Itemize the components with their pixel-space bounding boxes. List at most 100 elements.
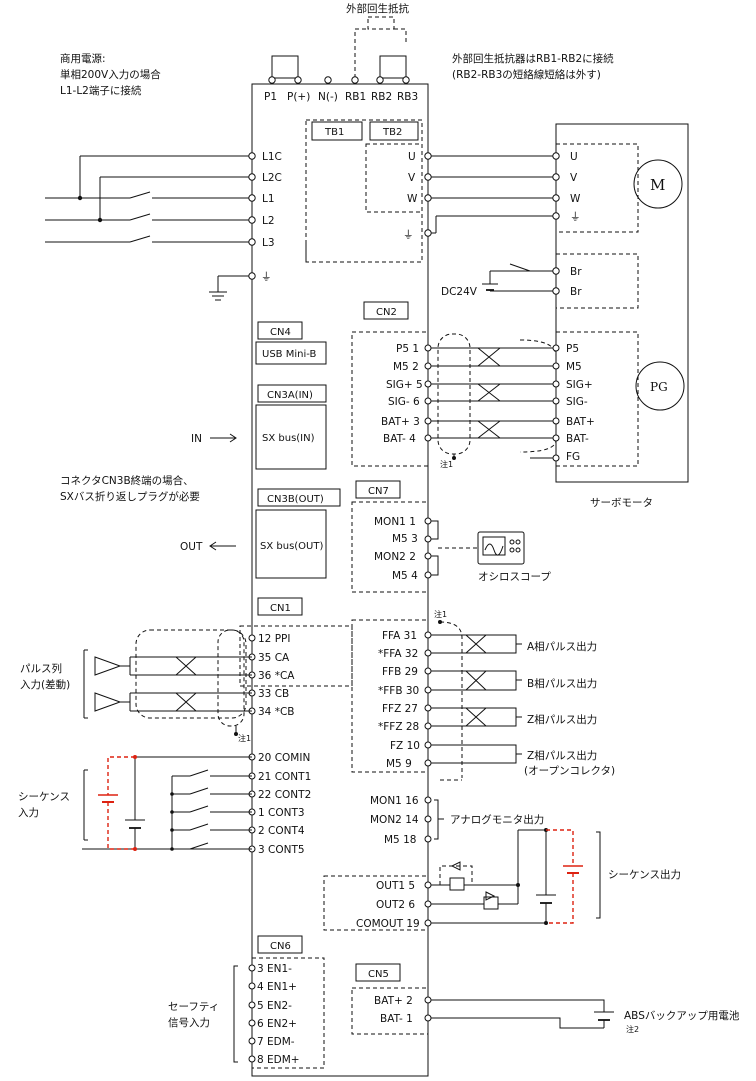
safety-label-2: 信号入力 bbox=[168, 1016, 210, 1029]
cn1-pin-1: 1 CONT3 bbox=[258, 807, 305, 819]
cn6-pin-8: 8 EDM+ bbox=[257, 1054, 300, 1066]
out-z-oc-label-1: Z相パルス出力 bbox=[527, 749, 597, 762]
cn7-pin-mon1: MON1 1 bbox=[374, 516, 416, 528]
analog-monitor-wiring bbox=[424, 796, 444, 843]
ext-resistor-label: 外部回生抵抗 bbox=[346, 2, 409, 15]
cn3b-note-1: コネクタCN3B終端の場合、 bbox=[60, 474, 194, 487]
cn1-pin-18: M5 18 bbox=[384, 834, 416, 846]
tb2-v: V bbox=[408, 172, 416, 184]
uvw-wiring bbox=[424, 152, 556, 237]
oscilloscope-icon bbox=[477, 531, 525, 565]
cn5-pin-1: BAT- 1 bbox=[380, 1013, 413, 1025]
brake-frame bbox=[555, 253, 639, 309]
cn3b-title-box bbox=[257, 488, 341, 507]
cn3b-title: CN3B(OUT) bbox=[267, 494, 324, 505]
encoder-cable bbox=[424, 333, 560, 462]
cn1-pin-32: *FFA 32 bbox=[378, 648, 418, 660]
cn1-pin-10: FZ 10 bbox=[390, 740, 420, 752]
cn1-pin-30: *FFB 30 bbox=[378, 685, 419, 697]
cn2-pin-sig-plus: SIG+ 5 bbox=[386, 379, 423, 391]
enc-bat-plus: BAT+ bbox=[566, 416, 595, 428]
out-arrow-icon bbox=[209, 541, 236, 551]
ground-symbol-tb2: ⏚ bbox=[403, 229, 414, 241]
tb1-box bbox=[311, 121, 363, 141]
cn1-pin-20: 20 COMIN bbox=[258, 752, 310, 764]
safety-label-1: セーフティ bbox=[168, 1001, 219, 1013]
cn1-pin-19: COMOUT 19 bbox=[356, 918, 420, 930]
ext-resistor-wiring bbox=[354, 28, 407, 78]
cn7-pin-m5-4: M5 4 bbox=[392, 570, 418, 582]
cn5-frame bbox=[351, 987, 429, 1035]
cn3a-title: CN3A(IN) bbox=[267, 390, 313, 401]
cn1-pin-36: 36 *CA bbox=[258, 670, 295, 682]
term-l1c: L1C bbox=[262, 151, 282, 163]
cn1-title-box bbox=[257, 597, 303, 616]
cn6-frame bbox=[251, 957, 325, 1069]
motor-terminals bbox=[552, 152, 560, 220]
amplifier-body bbox=[251, 83, 429, 1077]
cn2-title-box bbox=[363, 301, 409, 320]
scope-label: オシロスコープ bbox=[478, 571, 551, 583]
enc-bat-minus: BAT- bbox=[566, 433, 589, 445]
cn4-title-box bbox=[257, 321, 303, 340]
tb2-box bbox=[369, 121, 419, 141]
cn6-pin-6: 6 EN2+ bbox=[257, 1018, 297, 1030]
rb2-rb3-jumper bbox=[379, 55, 407, 79]
cn1-pin-28: *FFZ 28 bbox=[378, 721, 419, 733]
tb2-uvw-frame bbox=[365, 143, 423, 213]
out-b-label: B相パルス出力 bbox=[527, 677, 597, 690]
pg-label: PG bbox=[650, 380, 668, 394]
brake-term-1: Br bbox=[570, 266, 582, 278]
cn1-pin-31: FFA 31 bbox=[382, 630, 417, 642]
out-z-label: Z相パルス出力 bbox=[527, 713, 597, 726]
cn6-terminals bbox=[233, 964, 256, 1063]
seq-out-label: シーケンス出力 bbox=[608, 868, 681, 881]
tb2-w: W bbox=[407, 193, 418, 205]
ext-resistor-symbol bbox=[367, 16, 395, 30]
cn1-pin-3: 3 CONT5 bbox=[258, 844, 305, 856]
pulse-label-2: 入力(差動) bbox=[20, 678, 70, 691]
power-note-3: L1-L2端子に接続 bbox=[60, 84, 142, 97]
analog-monitor-label: アナログモニタ出力 bbox=[450, 813, 544, 826]
cn4-port bbox=[255, 341, 327, 365]
cn2-pin-sig-minus: SIG- 6 bbox=[388, 396, 420, 408]
tb1-label: TB1 bbox=[324, 127, 344, 138]
top-term-p1: P1 bbox=[264, 91, 277, 103]
cn5-title: CN5 bbox=[368, 969, 389, 980]
cn1-pin-33: 33 CB bbox=[258, 688, 289, 700]
ext-note-2: (RB2-RB3の短絡線短絡は外す) bbox=[452, 68, 601, 81]
seq-in-label-1: シーケンス bbox=[18, 791, 70, 803]
motor-u: U bbox=[570, 151, 578, 163]
out-z-oc-label-2: (オープンコレクタ) bbox=[524, 765, 615, 777]
in-label: IN bbox=[191, 433, 202, 445]
cn3a-title-box bbox=[257, 384, 327, 403]
abs-battery-wiring bbox=[424, 996, 614, 1029]
cn6-pin-3: 3 EN1- bbox=[257, 963, 292, 975]
cn2-pin-p5: P5 1 bbox=[396, 343, 419, 355]
cn1-pin-34: 34 *CB bbox=[258, 706, 294, 718]
cn6-pin-4: 4 EN1+ bbox=[257, 981, 297, 993]
motor-power-frame bbox=[555, 143, 639, 233]
motor-m-label: M bbox=[650, 176, 665, 194]
cn1-pin-2: 2 CONT4 bbox=[258, 825, 305, 837]
p1-p-jumper bbox=[271, 55, 299, 79]
cn6-pin-5: 5 EN2- bbox=[257, 1000, 292, 1012]
tb2-u: U bbox=[408, 151, 416, 163]
power-note-1: 商用電源: bbox=[60, 52, 106, 65]
out-a-label: A相パルス出力 bbox=[527, 640, 597, 653]
cn1-pin-21: 21 CONT1 bbox=[258, 771, 311, 783]
cn2-pin-m5: M5 2 bbox=[393, 361, 419, 373]
cn1-out-frame bbox=[323, 875, 429, 931]
cn5-note: 注2 bbox=[626, 1024, 639, 1034]
cn1-pin-22: 22 CONT2 bbox=[258, 789, 311, 801]
servo-motor-caption: サーボモータ bbox=[590, 497, 653, 509]
motor-v: V bbox=[570, 172, 578, 184]
term-l1: L1 bbox=[262, 193, 275, 205]
cn6-title-box bbox=[257, 935, 303, 954]
enc-p5: P5 bbox=[566, 343, 579, 355]
term-l2: L2 bbox=[262, 215, 275, 227]
pulse-output-wiring bbox=[424, 620, 522, 781]
enc-sig-plus: SIG+ bbox=[566, 379, 593, 391]
sequence-output-wiring bbox=[424, 828, 601, 927]
